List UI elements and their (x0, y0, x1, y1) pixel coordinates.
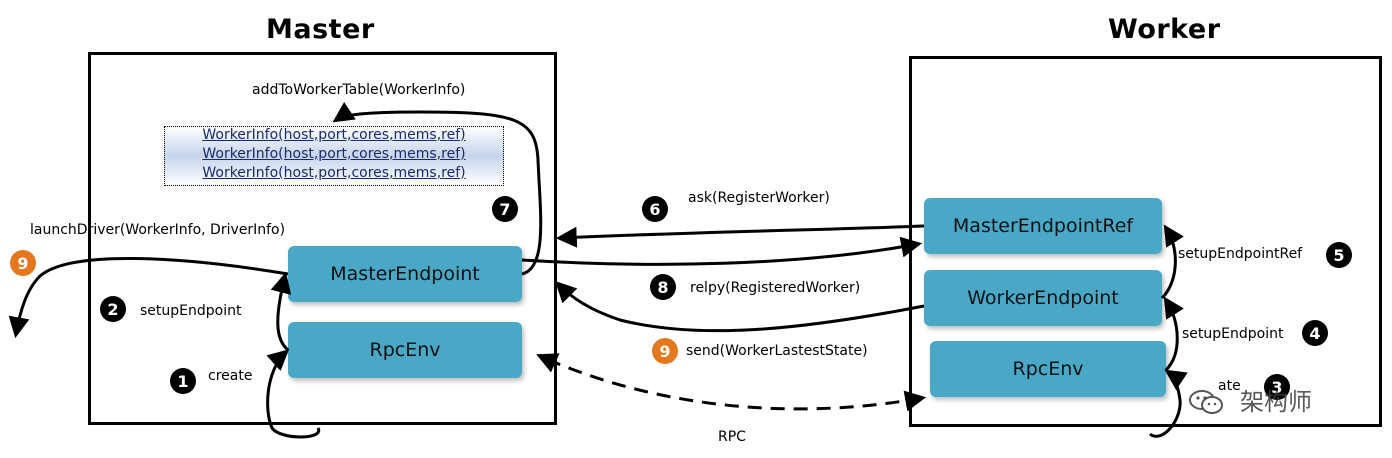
label-create-worker: ate (1218, 378, 1241, 394)
worker-table-row: WorkerInfo(host,port,cores,mems,ref) (202, 165, 466, 181)
arrow-setup-endpoint-ref (1160, 224, 1184, 300)
arrow-reply-registered (555, 281, 925, 333)
label-rpc: RPC (718, 429, 746, 445)
worker-endpoint-box: WorkerEndpoint (924, 270, 1162, 326)
watermark-text: 架构师 (1240, 388, 1312, 416)
step-badge-9-send: 9 (652, 338, 678, 364)
step-badge-5: 5 (1326, 242, 1352, 268)
worker-rpcenv-box: RpcEnv (930, 341, 1166, 397)
master-rpcenv-box: RpcEnv (288, 322, 522, 378)
arrow-rpc (536, 353, 927, 412)
master-endpoint-box: MasterEndpoint (288, 246, 522, 302)
label-setup-endpoint-master: setupEndpoint (140, 303, 242, 319)
worker-master-endpoint-ref-box: MasterEndpointRef (924, 198, 1162, 254)
arrow-setup-endpoint-worker (1163, 296, 1184, 372)
step-badge-2: 2 (100, 296, 126, 322)
label-setup-endpoint-worker: setupEndpoint (1182, 326, 1284, 342)
arrow-setup-endpoint-master (270, 271, 292, 352)
step-badge-7: 7 (492, 196, 518, 222)
arrow-ask-register (555, 224, 925, 248)
wechat-icon (1188, 388, 1224, 416)
step-badge-1: 1 (170, 368, 196, 394)
worker-table: WorkerInfo(host,port,cores,mems,ref) Wor… (164, 126, 504, 186)
worker-title: Worker (1108, 14, 1221, 45)
label-add-to-worker-table: addToWorkerTable(WorkerInfo) (252, 82, 466, 98)
step-badge-6: 6 (642, 196, 668, 222)
arrow-create-master (266, 349, 321, 439)
label-reply-registered: relpy(RegisteredWorker) (690, 280, 861, 296)
arrow-create-worker (1149, 369, 1188, 438)
arrow-launch-driver (8, 256, 289, 339)
label-send-state: send(WorkerLastestState) (686, 343, 868, 359)
step-badge-3: 3 (1264, 374, 1290, 400)
arrow-add-to-table (332, 101, 543, 276)
step-badge-9-launch: 9 (10, 250, 36, 276)
label-launch-driver: launchDriver(WorkerInfo, DriverInfo) (30, 222, 286, 238)
label-setup-endpoint-ref: setupEndpointRef (1178, 246, 1303, 262)
label-ask-register: ask(RegisterWorker) (688, 190, 830, 206)
step-badge-4: 4 (1302, 320, 1328, 346)
step-badge-8: 8 (650, 274, 676, 300)
master-title: Master (266, 14, 375, 45)
label-create-master: create (208, 368, 253, 384)
worker-table-row: WorkerInfo(host,port,cores,mems,ref) (202, 146, 466, 162)
worker-table-row: WorkerInfo(host,port,cores,mems,ref) (202, 127, 466, 143)
arrow-endpoint-to-ref (521, 236, 923, 266)
